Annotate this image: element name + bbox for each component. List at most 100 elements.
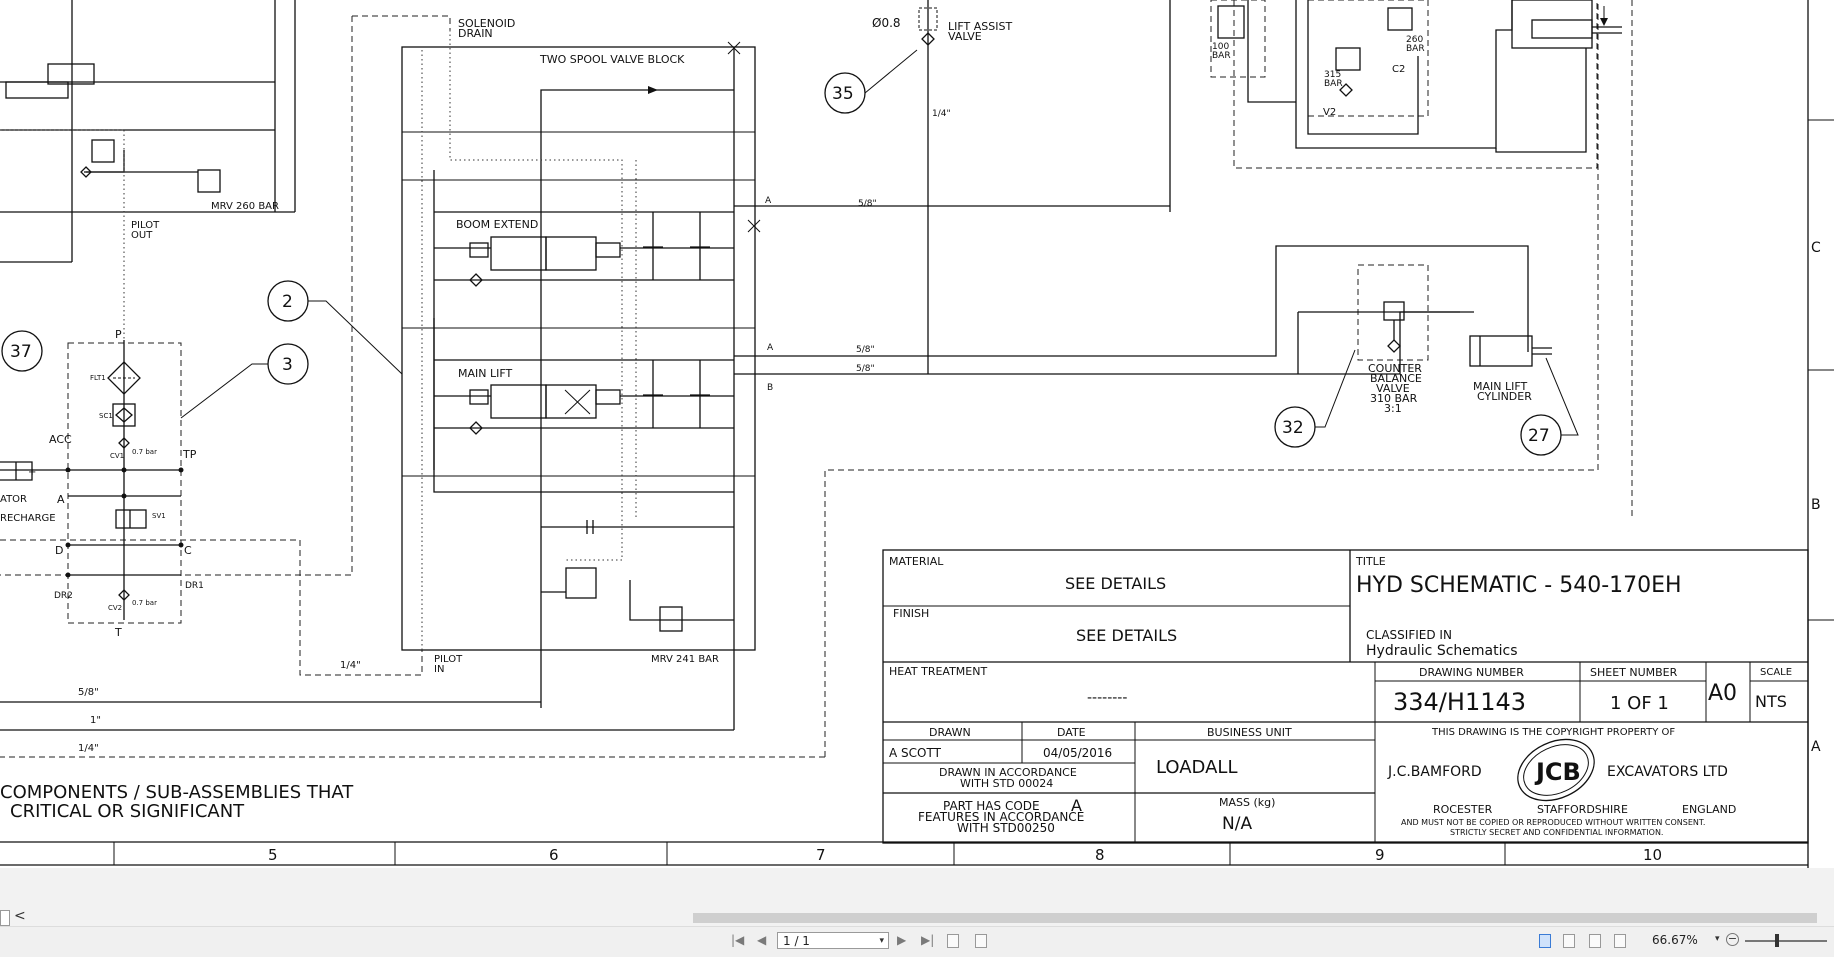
callout-35: 35: [832, 84, 854, 104]
lift-assist-circuit: Ø0.8 LIFT ASSIST VALVE COUNTER BALANCE V…: [872, 0, 1552, 415]
part-code-letter: A: [1071, 796, 1082, 815]
sheet-number-value: 1 OF 1: [1610, 693, 1669, 714]
label-acc: ACC: [49, 433, 72, 446]
label-lift-assist-1: LIFT ASSIST: [948, 20, 1012, 33]
grid-col-5: 5: [268, 846, 278, 864]
callouts: 35 2 3 37 32 27: [1, 49, 1579, 456]
label-pilot-in-2: IN: [434, 664, 444, 675]
jcb-logo: JCB: [1517, 738, 1595, 802]
finish-label: FINISH: [893, 607, 929, 620]
location-staffordshire: STAFFORDSHIRE: [1537, 803, 1628, 816]
label-recharge: RECHARGE: [0, 513, 56, 524]
label-260: 260: [1406, 35, 1423, 45]
grid-col-8: 8: [1095, 846, 1105, 864]
zoom-out-icon[interactable]: −: [1726, 932, 1739, 946]
label-flt1: FLT1: [90, 374, 106, 382]
zoom-slider-handle[interactable]: [1775, 934, 1779, 947]
single-page-view-icon[interactable]: [1539, 934, 1551, 948]
port-c: C: [184, 544, 192, 557]
left-circuit: MRV 260 BAR PILOT OUT: [0, 0, 296, 500]
port-a-upper: A: [765, 196, 772, 206]
legal-line-1: AND MUST NOT BE COPIED OR REPRODUCED WIT…: [1401, 818, 1705, 827]
zoom-level[interactable]: 66.67%: [1652, 933, 1698, 947]
label-v2: V2: [1323, 107, 1336, 118]
callout-2: 2: [282, 292, 293, 312]
label-315: 315: [1324, 70, 1341, 80]
port-a: A: [57, 493, 65, 506]
grid-row-a: A: [1811, 739, 1821, 755]
heat-treatment-label: HEAT TREATMENT: [889, 665, 987, 678]
last-page-icon[interactable]: ▶|: [921, 933, 935, 947]
classified-value: Hydraulic Schematics: [1366, 643, 1518, 659]
label-orifice: Ø0.8: [872, 16, 901, 30]
callout-3: 3: [282, 355, 293, 375]
first-page-icon[interactable]: |◀: [731, 933, 745, 947]
company-name-left: J.C.BAMFORD: [1387, 764, 1482, 780]
grid-col-10: 10: [1643, 846, 1662, 864]
label-pilot-out-2: OUT: [131, 230, 153, 241]
business-unit-value: LOADALL: [1156, 757, 1237, 778]
grid-col-6: 6: [549, 846, 559, 864]
zoom-dropdown-icon[interactable]: ▾: [1715, 934, 1720, 944]
label-cb-3: VALVE: [1376, 382, 1410, 395]
pipe-14-c: 1/4": [932, 109, 951, 119]
drawn-label: DRAWN: [929, 726, 971, 739]
page-number-select[interactable]: 1 / 1 ▾: [777, 932, 889, 949]
label-260-bar: BAR: [1406, 44, 1425, 54]
filter-block: P TP A D C T ACC FLT1 SC1 CV1 0.7 bar CV…: [0, 328, 204, 639]
drawn-accordance-2: WITH STD 00024: [960, 777, 1053, 790]
previous-page-icon[interactable]: ◀: [757, 933, 767, 947]
business-unit-label: BUSINESS UNIT: [1207, 726, 1292, 739]
next-page-icon[interactable]: ▶: [897, 933, 907, 947]
mass-value: N/A: [1222, 814, 1252, 834]
label-cb-2: BALANCE: [1370, 372, 1422, 385]
continuous-view-icon[interactable]: [1563, 934, 1575, 948]
heat-treatment-value: --------: [1087, 690, 1127, 706]
drawing-number-value: 334/H1143: [1393, 688, 1526, 716]
grid-row-b: B: [1811, 497, 1821, 513]
port-tp: TP: [182, 448, 197, 461]
finish-value: SEE DETAILS: [1076, 626, 1177, 645]
open-page-icon[interactable]: [947, 934, 959, 948]
pipe-58-c: 5/8": [856, 364, 875, 374]
drawn-accordance-1: DRAWN IN ACCORDANCE: [939, 766, 1077, 779]
title-label: TITLE: [1355, 555, 1386, 568]
port-t: T: [114, 626, 122, 639]
label-pilot-in-1: PILOT: [434, 654, 463, 665]
two-page-view-icon[interactable]: [1589, 934, 1601, 948]
label-cv1: CV1: [110, 452, 124, 460]
logo-text: JCB: [1534, 758, 1581, 786]
part-code-text: PART HAS CODE: [943, 799, 1040, 813]
label-sv1: SV1: [152, 512, 166, 520]
label-cv2: CV2: [108, 604, 122, 612]
label-mlc-1: MAIN LIFT: [1473, 380, 1527, 393]
label-pilot-out-1: PILOT: [131, 220, 160, 231]
zoom-slider-track[interactable]: [1745, 940, 1827, 942]
pipe-58-d: 5/8": [78, 687, 99, 698]
scroll-left-arrow[interactable]: <: [14, 908, 26, 924]
label-solenoid: SOLENOID: [458, 17, 515, 30]
two-page-continuous-view-icon[interactable]: [1614, 934, 1626, 948]
part-code-features: FEATURES IN ACCORDANCE: [918, 810, 1084, 824]
part-code-std: WITH STD00250: [957, 821, 1055, 835]
label-dr1: DR1: [185, 581, 204, 591]
horizontal-scrollbar[interactable]: <: [0, 908, 1834, 926]
classified-label: CLASSIFIED IN: [1366, 628, 1452, 642]
viewer-statusbar: |◀ ◀ 1 / 1 ▾ ▶ ▶| 66.67% ▾ −: [0, 926, 1834, 957]
scroll-left-box[interactable]: [0, 910, 10, 926]
title-value: HYD SCHEMATIC - 540-170EH: [1356, 573, 1682, 598]
label-ator: ATOR: [0, 494, 27, 505]
title-block: MATERIAL SEE DETAILS FINISH SEE DETAILS …: [882, 549, 1809, 844]
port-a-lower: A: [767, 343, 774, 353]
copy-page-icon[interactable]: [975, 934, 987, 948]
scrollbar-thumb[interactable]: [693, 913, 1817, 923]
label-mlc-2: CYLINDER: [1477, 390, 1532, 403]
label-sc1: SC1: [99, 412, 113, 420]
scale-label: SCALE: [1760, 667, 1792, 678]
label-main-lift: MAIN LIFT: [458, 367, 512, 380]
label-315-bar: BAR: [1324, 79, 1343, 89]
scale-value: NTS: [1755, 692, 1787, 711]
callout-32: 32: [1282, 418, 1304, 438]
legal-line-2: STRICTLY SECRET AND CONFIDENTIAL INFORMA…: [1450, 828, 1663, 837]
hydraulic-schematic: 5 6 7 8 9 10 C B A: [0, 0, 1834, 868]
